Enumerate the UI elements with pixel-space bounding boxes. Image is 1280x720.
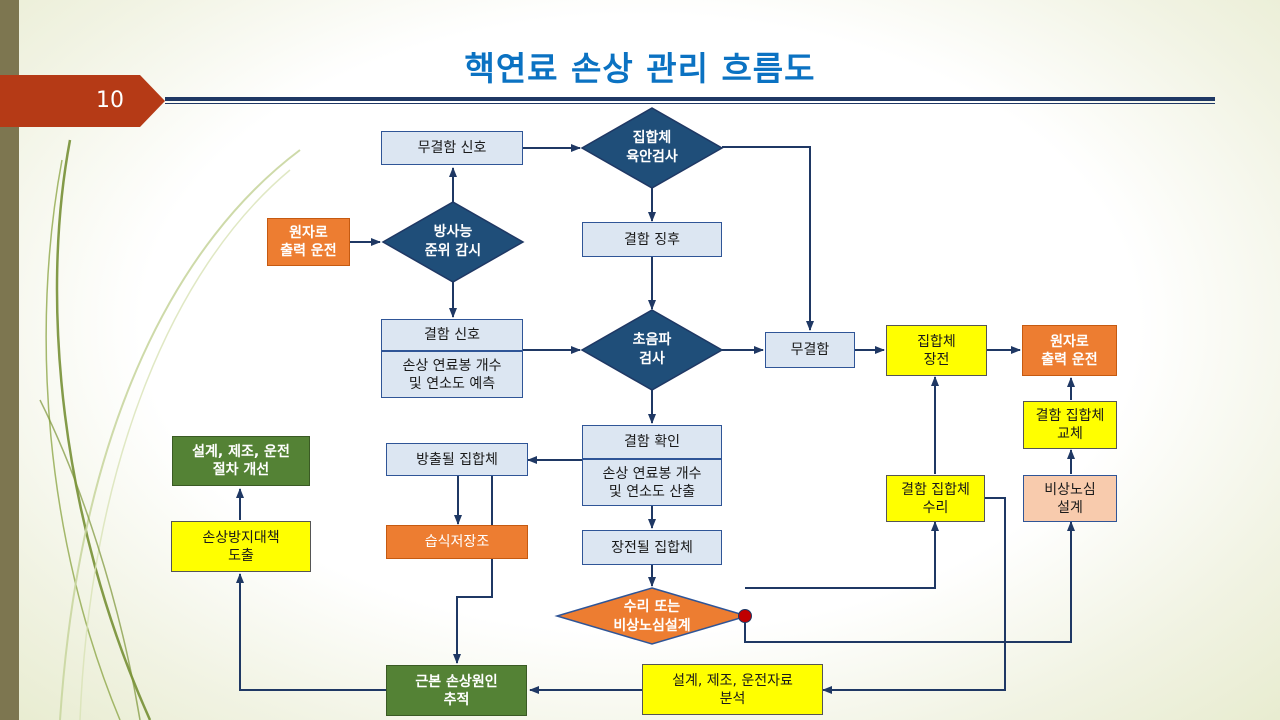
reactor-power-right-box: 원자로 출력 운전: [1022, 325, 1117, 376]
page-number-tab: [0, 75, 165, 127]
page-number: 10: [96, 88, 124, 113]
reactor-power-left-box: 원자로 출력 운전: [267, 218, 350, 266]
title-underline-thin: [165, 103, 1215, 104]
repair-or-core-label: 수리 또는 비상노심설계: [613, 599, 691, 634]
junction-dot: [738, 609, 752, 623]
ultrasonic-diamond: [580, 309, 724, 391]
no-defect-signal-box: 무결함 신호: [381, 131, 523, 165]
replace-assembly-box: 결함 집합체 교체: [1023, 401, 1117, 449]
emergency-core-box: 비상노심 설계: [1023, 475, 1117, 522]
defect-sign-box: 결함 징후: [582, 222, 722, 257]
radioactivity-diamond: [381, 201, 525, 283]
repair-assembly-box: 결함 집합체 수리: [886, 475, 985, 522]
radioactivity-label: 방사능 준위 감시: [424, 224, 482, 259]
repair-or-core-diamond: [554, 587, 750, 645]
defect-confirm-box: 결함 확인: [582, 425, 722, 459]
left-accent-bar: [0, 0, 19, 720]
assembly-visual-diamond: [580, 107, 724, 189]
no-defect-box: 무결함: [765, 332, 855, 368]
assembly-load-box: 집합체 장전: [886, 325, 987, 376]
title-underline: [165, 97, 1215, 101]
data-analysis-box: 설계, 제조, 운전자료 분석: [642, 664, 823, 715]
wet-storage-box: 습식저장조: [386, 525, 528, 559]
decorative-grass-lines: [39, 139, 301, 720]
root-cause-box: 근본 손상원인 추적: [386, 665, 527, 716]
damaged-rods-predict-box: 손상 연료봉 개수 및 연소도 예측: [381, 351, 523, 398]
defect-signal-box: 결함 신호: [381, 319, 523, 351]
prevention-box: 손상방지대책 도출: [171, 521, 311, 572]
assembly-visual-label: 집합체 육안검사: [626, 130, 678, 165]
slide-title: 핵연료 손상 관리 흐름도: [464, 49, 816, 88]
discharge-assembly-box: 방출될 집합체: [386, 443, 528, 476]
design-improve-box: 설계, 제조, 운전 절차 개선: [172, 436, 310, 486]
loaded-assembly-box: 장전될 집합체: [582, 530, 722, 565]
damaged-rods-calc-box: 손상 연료봉 개수 및 연소도 산출: [582, 459, 722, 506]
ultrasonic-label: 초음파 검사: [632, 332, 672, 367]
